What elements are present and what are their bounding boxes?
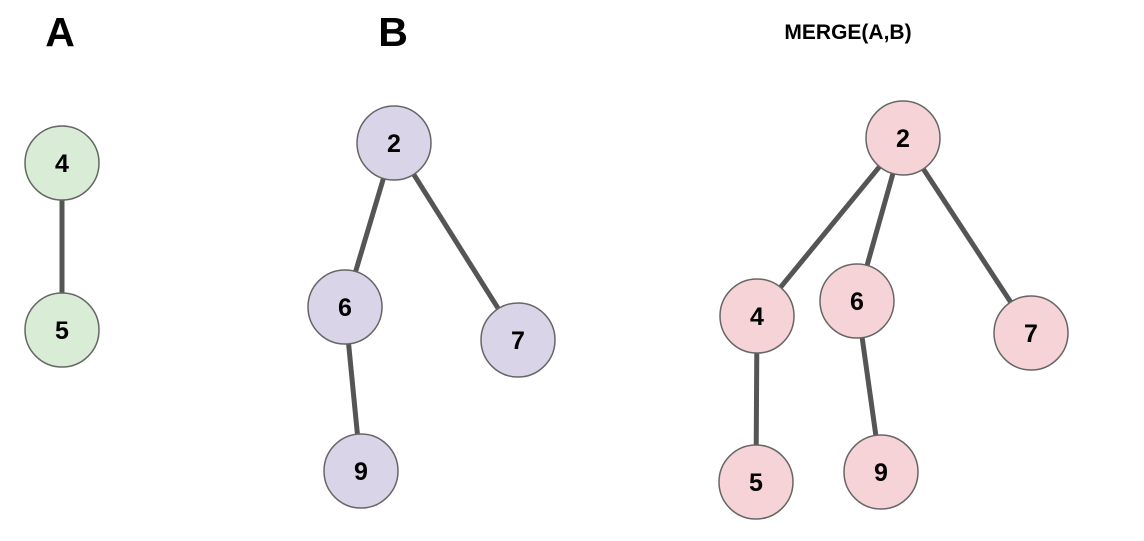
node-circle[interactable]	[480, 302, 556, 378]
node-circle[interactable]	[24, 125, 100, 201]
node-panel-b-2[interactable]: 2	[356, 105, 432, 181]
node-panel-merge-5[interactable]: 5	[718, 444, 794, 520]
node-panel-a-4[interactable]: 4	[24, 125, 100, 201]
node-circle[interactable]	[993, 295, 1069, 371]
node-panel-merge-7[interactable]: 7	[993, 295, 1069, 371]
panel-title-panel-b: B	[378, 9, 408, 55]
node-circle[interactable]	[24, 292, 100, 368]
node-panel-b-6[interactable]: 6	[307, 269, 383, 345]
node-circle[interactable]	[323, 433, 399, 509]
node-label: 5	[55, 317, 69, 345]
node-label: 4	[55, 150, 69, 178]
node-circle[interactable]	[356, 105, 432, 181]
edge-6-9	[859, 334, 879, 439]
node-label: 6	[338, 294, 352, 322]
panel-title-panel-merge: MERGE(A,B)	[784, 21, 912, 44]
node-label: 9	[874, 459, 888, 487]
edges-layer	[59, 162, 1015, 449]
node-label: 4	[750, 303, 764, 331]
edge-6-9	[345, 340, 361, 438]
node-panel-b-7[interactable]: 7	[480, 302, 556, 378]
node-circle[interactable]	[307, 269, 383, 345]
edge-2-7	[409, 170, 503, 313]
node-label: 6	[850, 288, 864, 316]
edge-2-6	[863, 170, 897, 269]
node-panel-merge-9[interactable]: 9	[843, 434, 919, 510]
node-circle[interactable]	[819, 263, 895, 339]
node-circle[interactable]	[865, 100, 941, 176]
node-panel-merge-2[interactable]: 2	[865, 100, 941, 176]
edge-2-6	[352, 174, 387, 276]
edge-2-7	[919, 165, 1015, 306]
node-circle[interactable]	[718, 444, 794, 520]
node-label: 7	[1024, 320, 1038, 348]
node-label: 2	[387, 130, 401, 158]
node-panel-merge-4[interactable]: 4	[719, 278, 795, 354]
node-circle[interactable]	[843, 434, 919, 510]
node-label: 7	[511, 327, 525, 355]
node-circle[interactable]	[719, 278, 795, 354]
node-label: 2	[896, 125, 910, 153]
node-panel-merge-6[interactable]: 6	[819, 263, 895, 339]
node-panel-b-9[interactable]: 9	[323, 433, 399, 509]
node-label: 9	[354, 458, 368, 486]
panel-title-panel-a: A	[45, 9, 75, 55]
nodes-layer: 4 5 2 6 7 9 2 4 6 7 5 9	[24, 100, 1069, 520]
node-panel-a-5[interactable]: 5	[24, 292, 100, 368]
edge-4-5	[753, 349, 760, 449]
node-label: 5	[749, 469, 763, 497]
edge-2-4	[776, 162, 884, 292]
